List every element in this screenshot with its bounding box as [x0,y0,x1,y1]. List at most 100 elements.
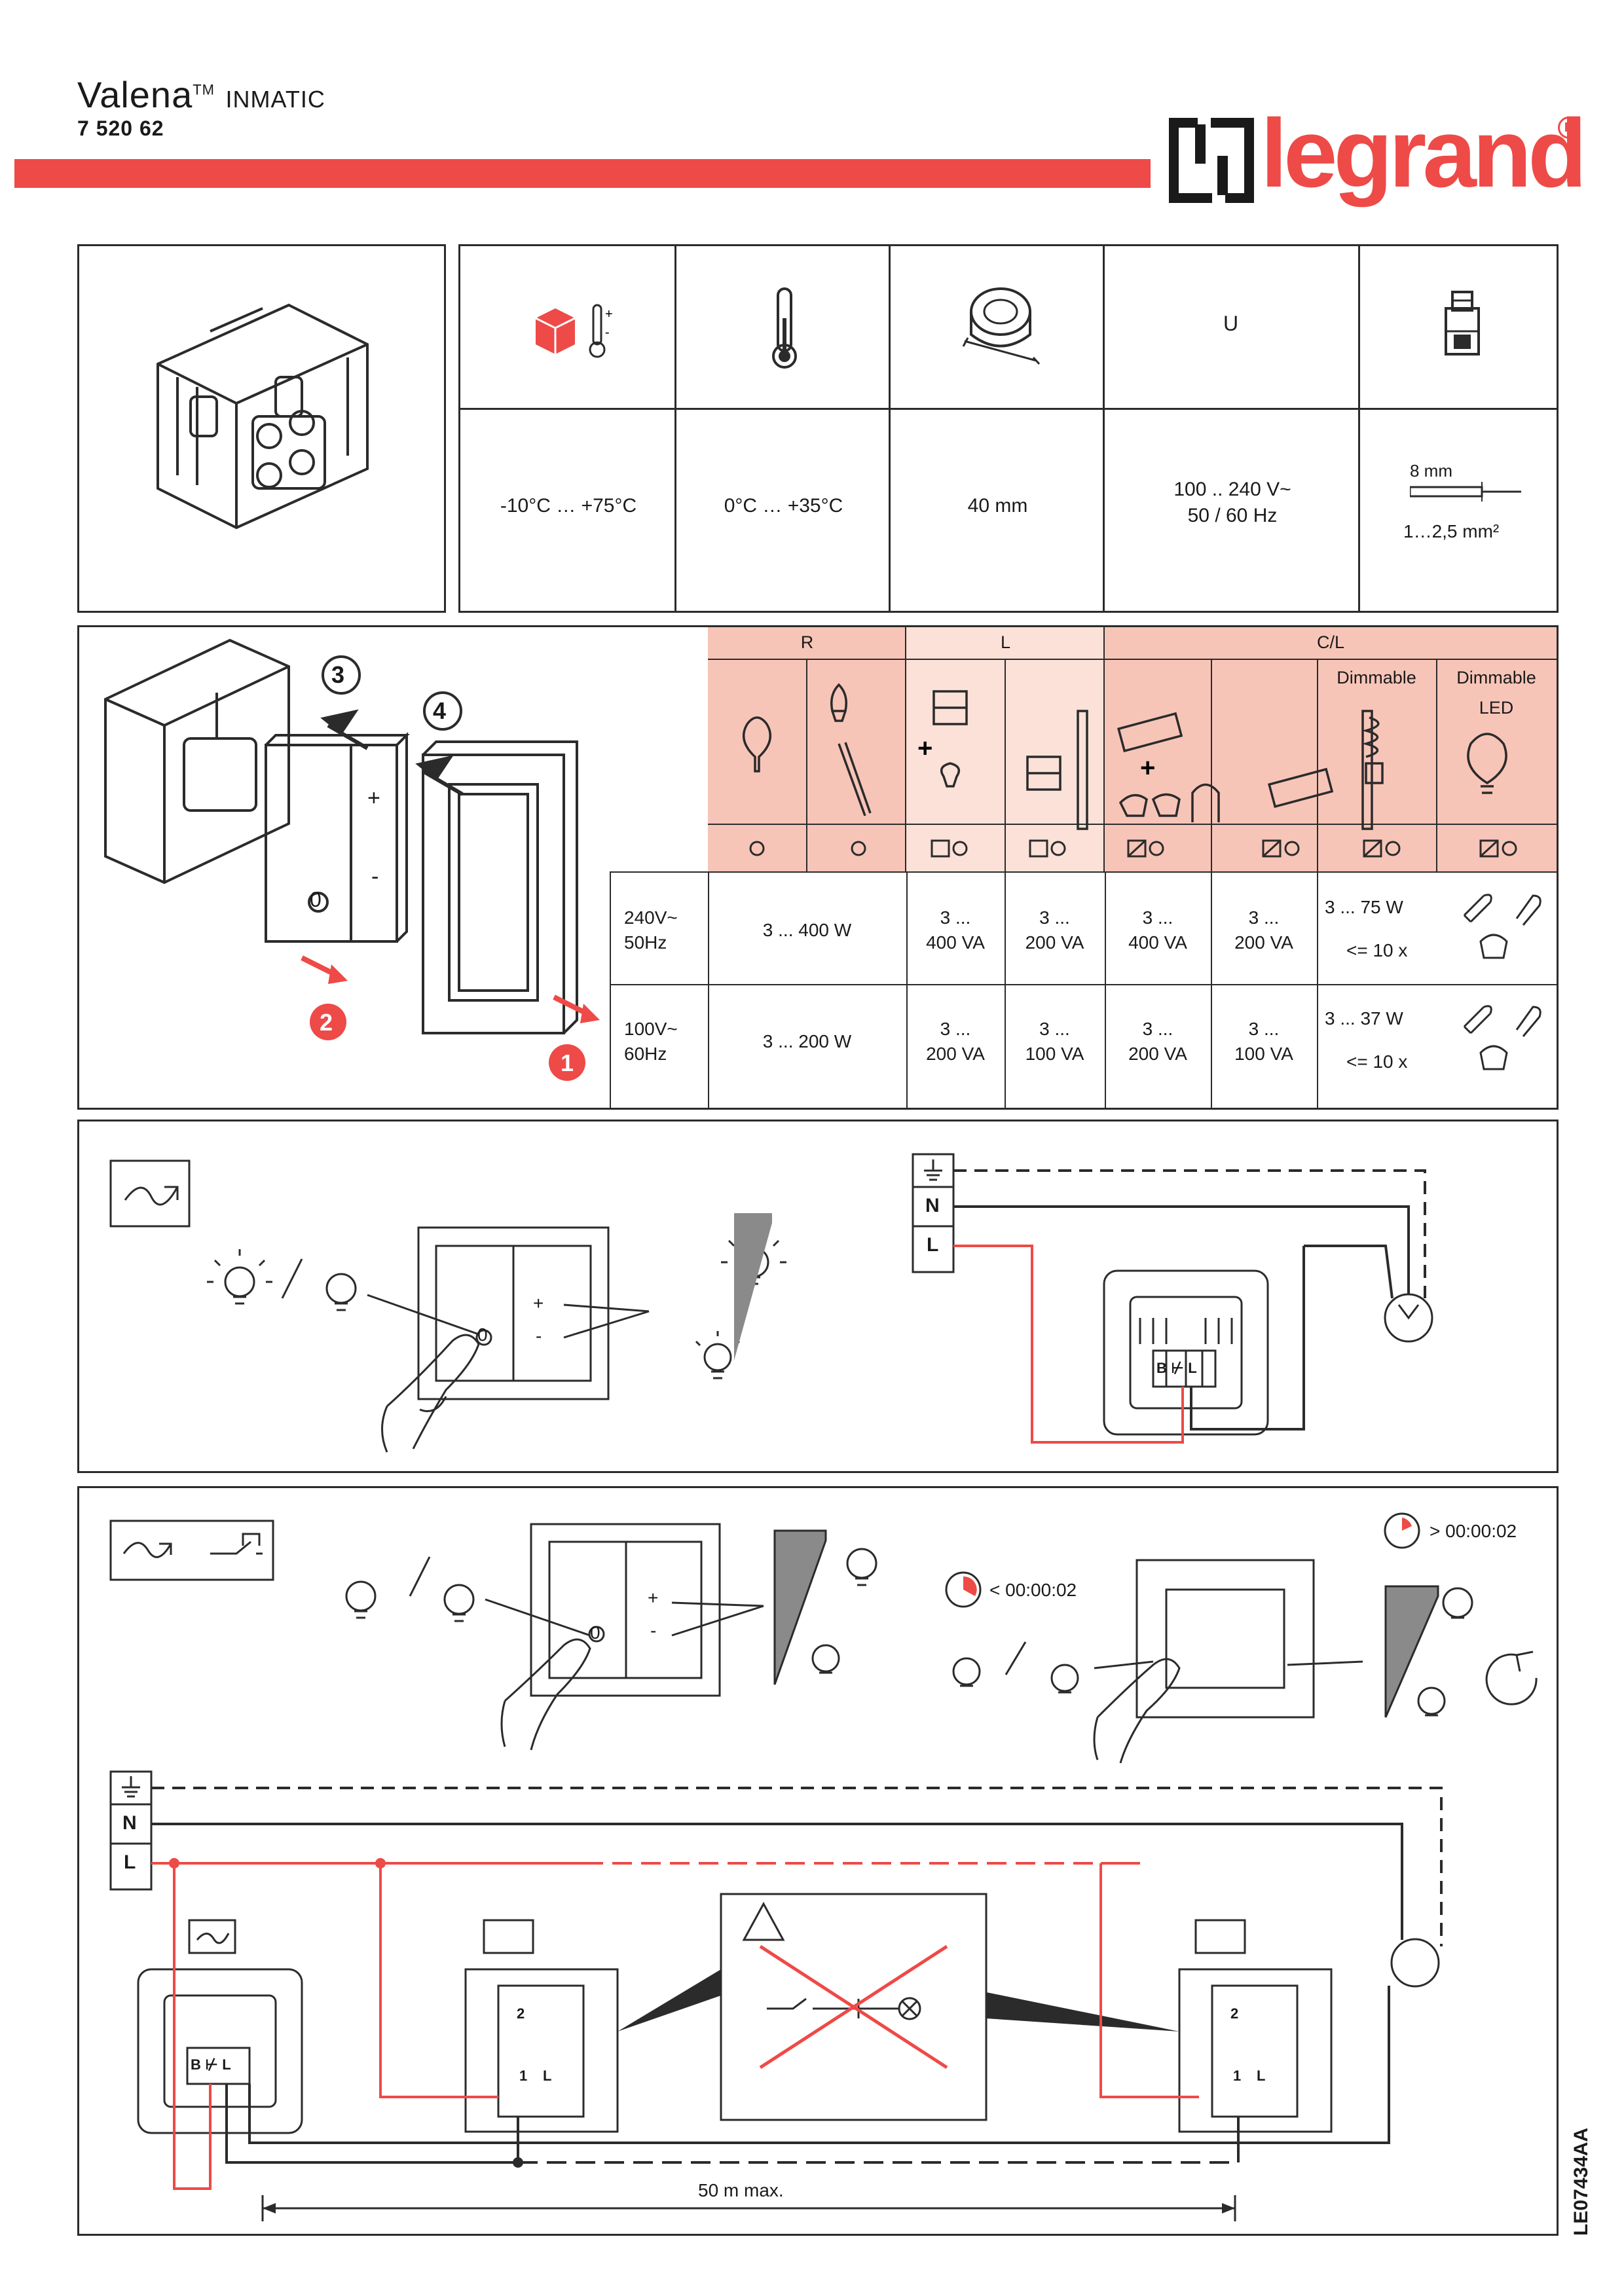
install-step-3: 3 [331,661,345,688]
loads-table: R L C/L Dimmable Dimmable LED [610,627,1557,1108]
installation-and-loads-panel: 3 4 2 1 0 + - R L C/L Dimmable Dimmable … [77,625,1559,1110]
dimmable-label-1: Dimmable [1337,668,1416,687]
logo-wordmark: legrand [1261,100,1587,208]
electronic-transformer-icon [1116,712,1183,753]
wiring2-minus: - [650,1620,657,1641]
row2-voltage-1: 100V~ [624,1019,678,1039]
row2-l2a: 3 ... [1039,1019,1070,1039]
row1-cl1b: 400 VA [1128,932,1187,953]
pushbutton-terminal-1-right: 1 [1233,2068,1242,2084]
product-reference: 7 520 62 [77,117,164,140]
legrand-logo-mark-icon [1169,118,1254,203]
storage-temperature-icon: +- [535,304,613,358]
pushbutton-terminal-2-left: 2 [517,2005,525,2022]
row1-dim-a: 3 ... 75 W [1325,897,1403,917]
wiring1-minus: - [536,1326,542,1346]
dimmer-symbol-icon [124,1186,179,1206]
spec-box-depth [891,246,1105,611]
install-plus-text: + [367,786,380,811]
row1-l1a: 3 ... [940,907,971,928]
specs-table: +- U -10°C … +75°C 0°C … +35°C 40 mm 100… [458,244,1559,613]
wiring2-plus: + [648,1588,659,1608]
capacitive-symbol-icon [1127,839,1147,858]
wiring1-l: L [927,1234,939,1256]
spec-operating-temp [676,246,891,611]
inductive-symbol-icon [931,839,950,858]
row2-r: 3 ... 200 W [762,1031,852,1051]
load-group-l: L [1000,632,1011,652]
install-step-2: 2 [320,1009,333,1036]
row1-l2a: 3 ... [1039,907,1070,928]
flush-box-icon [962,287,1041,365]
row2-l1b: 200 VA [926,1044,985,1064]
wire-section: 1…2,5 mm² [1403,521,1500,541]
row2-l1a: 3 ... [940,1019,971,1039]
row1-r: 3 ... 400 W [762,920,852,940]
install-step-4: 4 [433,697,447,724]
led-bulb-icon [1467,733,1507,794]
storage-temp-value: -10°C … +75°C [500,495,637,517]
row1-voltage-2: 50Hz [624,932,667,953]
row2-cl1a: 3 ... [1142,1019,1173,1039]
screw-terminal-icon [1445,291,1480,355]
multi-location-diagram [109,1512,1538,2221]
resistive-symbol-icon [749,841,765,856]
wiring-panel-multi: N L < 00:00:02 > 00:00:02 + - 0 B ⊬ L 2 … [77,1486,1559,2236]
spec-storage-temp [460,246,676,611]
row2-cl2a: 3 ... [1248,1019,1280,1039]
document-reference: LE07434AA [1570,2127,1592,2236]
spec-voltage [1105,246,1360,611]
load-group-r: R [800,632,814,652]
thermometer-icon [772,287,797,369]
box-depth-value: 40 mm [967,495,1028,517]
install-minus-text: - [371,864,379,889]
wiring1-terminal: B ⊬ L [1156,1360,1197,1376]
wiring2-n: N [122,1812,137,1834]
row1-cl2b: 200 VA [1234,932,1293,953]
svg-text:+: + [917,734,932,763]
cfl-lamp-icon [1361,716,1384,784]
dimmer-mechanism-icon [157,303,369,530]
timer-long-label: > 00:00:02 [1430,1521,1517,1541]
row2-cl2b: 100 VA [1234,1044,1293,1064]
strip-length: 8 mm [1410,461,1452,481]
pushbutton-terminal-2-right: 2 [1230,2005,1239,2022]
row1-cl1a: 3 ... [1142,907,1173,928]
svg-text:+: + [605,307,613,321]
wiring-panel-single: N L + - 0 B ⊬ L [77,1120,1559,1473]
voltage-value-1: 100 .. 240 V~ [1173,479,1291,500]
wiring1-plus: + [533,1293,544,1313]
row1-cl2a: 3 ... [1248,907,1280,928]
max-distance-label: 50 m max. [698,2180,784,2200]
operating-temp-value: 0°C … +35°C [724,495,843,517]
row2-dim-a: 3 ... 37 W [1325,1008,1403,1029]
pushbutton-terminal-l-right: L [1257,2068,1266,2084]
pushbutton-symbol-icon [210,1533,263,1555]
product-name: Valena [77,74,193,115]
registered-mark: R [1558,117,1580,139]
svg-text:-: - [605,325,610,340]
row1-voltage-1: 240V~ [624,907,678,928]
warning-icon [742,1901,785,1941]
row2-cl1b: 200 VA [1128,1044,1187,1064]
row2-dim-b: <= 10 x [1346,1051,1408,1072]
install-step-1: 1 [561,1049,574,1076]
product-line: INMATIC [225,86,325,113]
row1-l2b: 200 VA [1025,932,1084,953]
row1-l1b: 400 VA [926,932,985,953]
row1-dim-b: <= 10 x [1346,940,1408,960]
row2-l2b: 100 VA [1025,1044,1084,1064]
wiring1-n: N [925,1195,940,1216]
install-zero: 0 [310,888,322,911]
halogen-lamp-icon [830,683,872,816]
led-label: LED [1479,698,1514,718]
wiring2-zero: 0 [590,1622,600,1643]
single-dimmer-diagram [109,1153,1433,1453]
pushbutton-terminal-1-left: 1 [519,2068,528,2084]
row1-lamps-icon [1463,894,1541,959]
wiring2-l: L [124,1851,136,1873]
wiring1-zero: 0 [477,1324,488,1345]
row2-voltage-2: 60Hz [624,1044,667,1064]
wire-strip-icon [1410,482,1521,501]
timer-short-label: < 00:00:02 [989,1580,1077,1600]
